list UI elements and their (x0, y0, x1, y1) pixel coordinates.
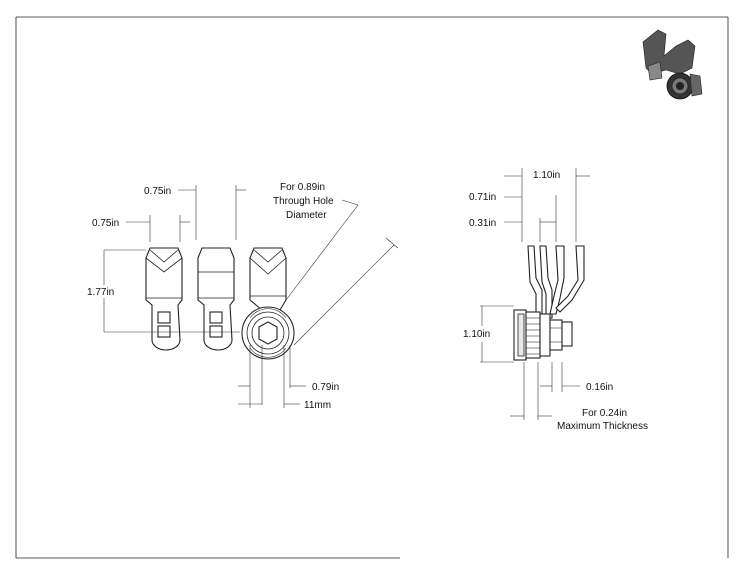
dim-side-bottom: 0.16in (586, 382, 613, 393)
thickness-note-line-1: For 0.24in (582, 408, 627, 419)
hole-note-line-3: Diameter (286, 210, 327, 221)
dim-side-overall: 1.10in (533, 170, 560, 181)
side-dim-lines (480, 168, 590, 420)
cam-arm-view-1 (145, 247, 183, 351)
dim-bottom-1: 0.79in (312, 382, 339, 393)
hole-note-line-2: Through Hole (273, 196, 334, 207)
dim-bottom-2: 11mm (304, 400, 331, 411)
dim-side-mid: 0.71in (469, 192, 496, 203)
sheet-border (15, 16, 729, 559)
thickness-note-line-2: Maximum Thickness (557, 421, 648, 432)
dim-side-small: 0.31in (469, 218, 496, 229)
dim-top-width-2: 0.75in (92, 218, 119, 229)
dim-top-width-1: 0.75in (144, 186, 171, 197)
dim-overall-height: 1.77in (87, 287, 114, 298)
lock-side-view (513, 245, 585, 361)
thread-lines (526, 317, 540, 355)
dim-side-height: 1.10in (463, 329, 490, 340)
hole-note-line-1: For 0.89in (280, 182, 325, 193)
front-dim-lines (103, 185, 399, 408)
cam-lock-isometric-icon (642, 29, 703, 100)
cam-arm-view-2 (197, 247, 235, 351)
lock-front-view (241, 247, 295, 360)
